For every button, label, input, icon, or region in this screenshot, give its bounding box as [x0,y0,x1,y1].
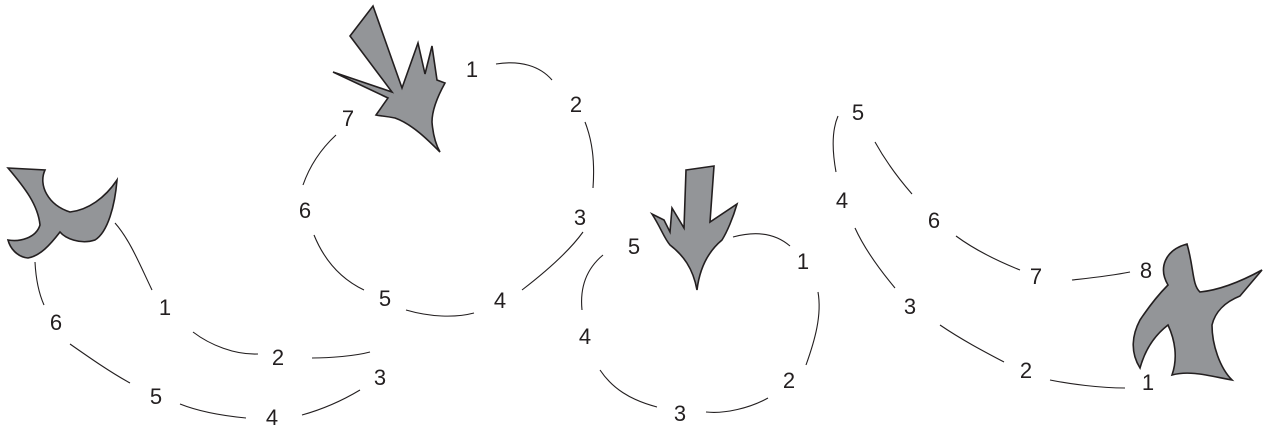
figure-4-label-2: 2 [1020,358,1032,383]
figure-4-label-6: 6 [928,208,940,233]
figure-2-label-2: 2 [570,92,582,117]
figure-3-label-1: 1 [797,249,809,274]
figure-1-label-2: 2 [272,345,284,370]
figure-2-label-5: 5 [379,286,391,311]
figure-4-label-7: 7 [1030,264,1042,289]
figure-3-label-2: 2 [783,368,795,393]
figure-4-label-5: 5 [852,100,864,125]
figure-1-label-3: 3 [374,365,386,390]
figure-4-label-8: 8 [1140,258,1152,283]
figure-2-trail [303,63,594,316]
figure-2: 1 2 3 4 5 6 7 [299,6,594,316]
figure-3: 1 2 3 4 5 [579,166,819,426]
figure-1-label-6: 6 [50,310,62,335]
figure-4: 1 2 3 4 5 6 7 8 [833,100,1262,395]
figure-1-label-5: 5 [150,384,162,409]
three-arm-shape-icon [1133,244,1262,380]
figure-2-label-1: 1 [466,57,478,82]
figure-4-trail [833,116,1130,388]
figure-1-label-4: 4 [266,405,278,428]
figure-1-trail [35,223,370,418]
figure-2-label-7: 7 [342,106,354,131]
figure-3-label-5: 5 [628,234,640,259]
figure-2-label-3: 3 [574,205,586,230]
bird-shape-icon [8,168,117,258]
figure-4-label-3: 3 [904,294,916,319]
arrow-shape-icon [652,166,737,290]
figure-4-label-1: 1 [1142,370,1154,395]
figure-1: 1 2 3 4 5 6 [8,168,386,428]
figure-4-label-4: 4 [836,188,848,213]
figure-1-label-1: 1 [159,295,171,320]
figure-3-label-4: 4 [579,324,591,349]
figure-2-label-4: 4 [494,288,506,313]
figure-3-label-3: 3 [674,401,686,426]
figure-2-label-6: 6 [299,198,311,223]
